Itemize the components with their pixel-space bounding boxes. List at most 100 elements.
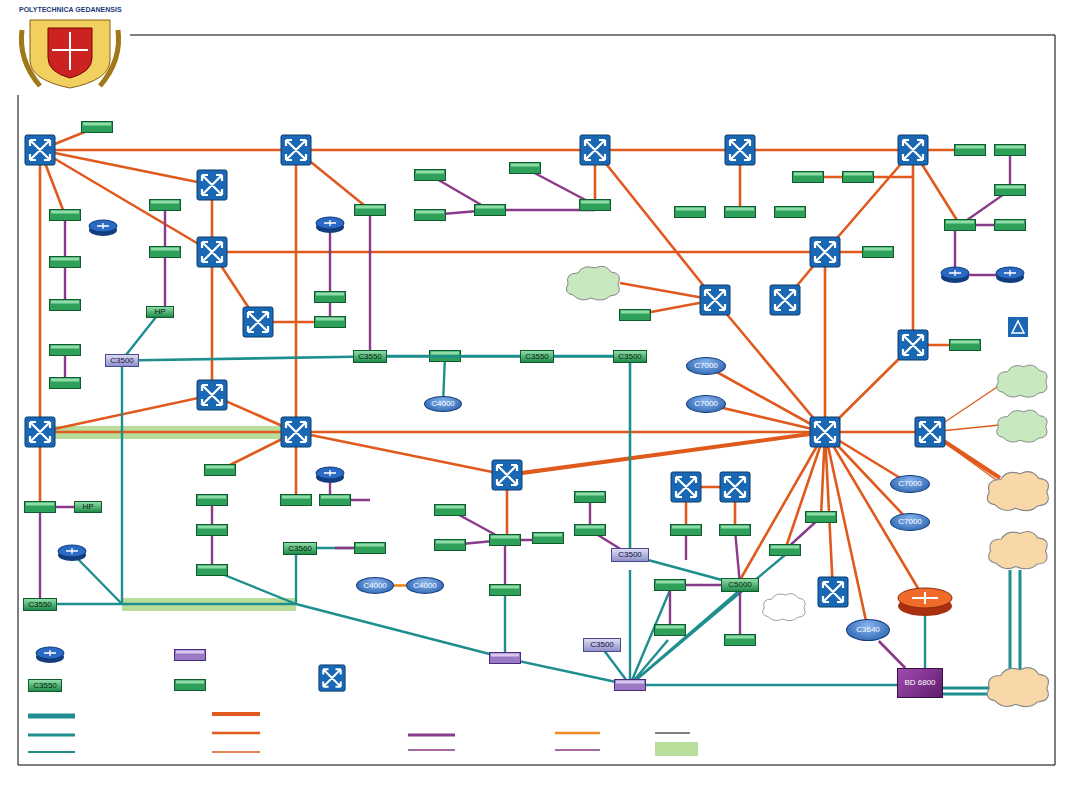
hub-switch-icons-part (243, 307, 273, 337)
router-node: C7000 (686, 357, 726, 375)
legend-samples-part (408, 749, 455, 751)
hub-switch-icons-part (700, 285, 730, 315)
switch-icons-part (945, 220, 976, 231)
switch-icons-part (50, 300, 81, 311)
switch-icons-part (775, 207, 806, 218)
router-icons-part (941, 267, 969, 283)
transceiver-icon-part (1012, 321, 1024, 333)
hub-switch-icons-part (810, 417, 840, 447)
fast-ethernet-links-part (40, 127, 1010, 640)
hub-switch-icons-part (25, 135, 55, 165)
switch-icons-part (575, 525, 606, 536)
device-label: C4000 (363, 582, 387, 590)
device-label: C7000 (898, 518, 922, 526)
switch-node: C3500 (613, 350, 647, 363)
switch-icons-part (863, 247, 894, 258)
switch-node: C3560 (283, 542, 317, 555)
switch-icons-part (580, 200, 611, 211)
switch-node: C3500 (105, 354, 139, 367)
legend-samples-part (28, 751, 75, 753)
switch-icons-part (175, 650, 206, 661)
transceiver-icon-part (1008, 317, 1028, 337)
switch-node: C3550 (520, 350, 554, 363)
link-line (879, 641, 905, 668)
logo-text: POLYTECHNICA GEDANENSIS (19, 6, 122, 13)
switch-icons-part (490, 653, 521, 664)
switch-node: C5000 (721, 578, 759, 592)
switch-icons-part (82, 122, 113, 133)
link-line (554, 355, 613, 358)
switch-icons-part (415, 170, 446, 181)
router-node: C4000 (356, 577, 394, 594)
hub-switch-icons-part (319, 665, 345, 691)
link-line (649, 560, 721, 580)
switch-icons-part (995, 145, 1026, 156)
legend-samples-part (408, 734, 455, 737)
switch-node: C3550 (23, 598, 57, 611)
switch-node: C3500 (611, 548, 649, 562)
switch-icons-part (50, 257, 81, 268)
router-node: C4000 (406, 577, 444, 594)
switch-icons-part (770, 545, 801, 556)
atm-trunks (40, 127, 1010, 630)
link-line (394, 584, 406, 587)
device-label: C7000 (898, 480, 922, 488)
legend-samples-part (655, 742, 698, 756)
switch-icons-part (25, 502, 56, 513)
cloud-icons-part (566, 266, 619, 300)
switch-node: HP (74, 501, 102, 513)
device-label: C5000 (728, 581, 752, 589)
device-label: C4000 (431, 400, 455, 408)
switch-icons-part (320, 495, 351, 506)
switch-icons-part (671, 525, 702, 536)
legend-samples-part (28, 734, 75, 737)
cloud-icons-part (987, 668, 1048, 707)
ethernet-links-part (40, 312, 925, 685)
device-label: HP (82, 503, 93, 511)
legend-samples-part (555, 749, 600, 751)
hub-switch-icons (25, 135, 945, 691)
hub-switch-icons-part (281, 135, 311, 165)
crest-logo-part (48, 28, 92, 78)
switch-icons-part (315, 317, 346, 328)
legend-samples-part (555, 732, 600, 735)
device-label: BD 6800 (904, 679, 935, 687)
switch-icons-part (175, 680, 206, 691)
hub-switch-icons-part (810, 237, 840, 267)
switch-icons-part (620, 310, 651, 321)
switch-icons-part (575, 492, 606, 503)
router-node: C3640 (846, 619, 890, 641)
switch-icons-part (50, 378, 81, 389)
device-label: HP (154, 308, 165, 316)
switch-node: C3550 (353, 350, 387, 363)
switch-icons-part (533, 533, 564, 544)
frame-part (18, 35, 1055, 765)
device-label: C3500 (110, 357, 134, 365)
switch-icons-part (510, 163, 541, 174)
hub-switch-icons-part (915, 417, 945, 447)
switch-icons-part (281, 495, 312, 506)
hub-switch-icons-part (720, 472, 750, 502)
device-label: C3560 (288, 545, 312, 553)
fast-ethernet-links (40, 127, 1010, 640)
device-label: C7000 (694, 400, 718, 408)
switch-icons-part (197, 565, 228, 576)
legend-samples-part (28, 714, 75, 719)
link-line (629, 363, 632, 548)
switch-icons-part (197, 525, 228, 536)
device-label: C3550 (358, 353, 382, 361)
switch-icons-part (675, 207, 706, 218)
switch-icons-part (475, 205, 506, 216)
hub-switch-icons-part (197, 380, 227, 410)
switch-icons-part (490, 585, 521, 596)
switch-icons-part (415, 210, 446, 221)
router-node: C7000 (686, 395, 726, 413)
switch-icons-part (950, 340, 981, 351)
crest-logo-part (21, 30, 118, 86)
cloud-icons-part (997, 410, 1047, 442)
router-node: C7000 (890, 513, 930, 531)
red-router (898, 588, 952, 616)
crest-logo-part (30, 20, 110, 88)
device-label: C3550 (525, 353, 549, 361)
